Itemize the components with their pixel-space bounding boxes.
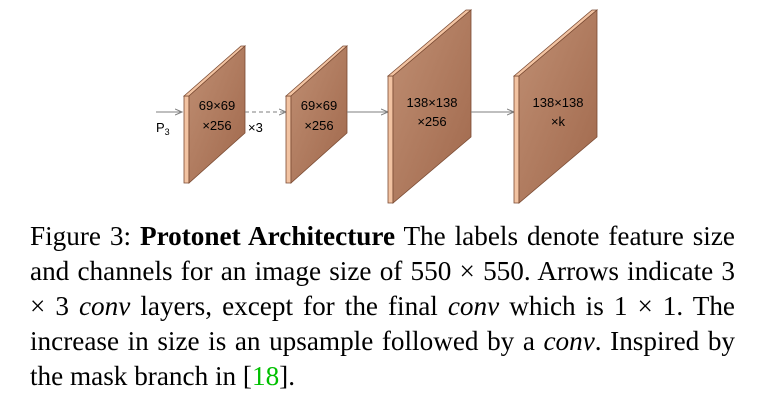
feature-map-2-side: [285, 95, 292, 184]
feature-map-1-side: [183, 95, 190, 184]
feature-map-4-side: [513, 75, 520, 204]
feature-map-2-face: [290, 45, 348, 184]
protonet-diagram: P3 69×69 ×256 ×3 69×69 ×256 138×138 ×256…: [156, 9, 599, 204]
feature-map-1-face: [188, 45, 246, 184]
caption-text-4: . Inspired by the mask branch in [: [30, 326, 736, 391]
caption-prefix: Figure 3:: [30, 221, 140, 251]
repeat-label: ×3: [248, 120, 263, 135]
caption-text-1: The labels denote feature size and chann…: [30, 221, 735, 321]
caption-text-5: ].: [279, 361, 296, 391]
feature-map-1-channels: ×256: [202, 118, 231, 133]
caption-conv-3: conv: [543, 326, 595, 356]
feature-map-4-size: 138×138: [533, 95, 584, 110]
feature-map-2-size: 69×69: [301, 98, 338, 113]
feature-map-1-size: 69×69: [199, 98, 236, 113]
caption-text-3: which is 1 × 1. The increase in size is …: [30, 291, 735, 356]
feature-map-2-channels: ×256: [304, 118, 333, 133]
feature-map-1: 69×69 ×256: [182, 45, 247, 184]
feature-map-4-channels: ×k: [551, 114, 566, 129]
caption-conv-2: conv: [447, 291, 500, 321]
feature-map-3-size: 138×138: [407, 95, 458, 110]
feature-map-2: 69×69 ×256: [284, 45, 349, 184]
input-label: P3: [156, 120, 170, 137]
caption-conv-1: conv: [78, 291, 131, 321]
figure-caption: Figure 3: Protonet Architecture The labe…: [30, 219, 735, 394]
caption-text-2: layers, except for the final: [130, 291, 448, 321]
feature-map-3-side: [387, 75, 394, 204]
feature-map-4-face: [518, 9, 598, 204]
feature-map-3: 138×138 ×256: [386, 9, 473, 204]
feature-map-3-channels: ×256: [417, 114, 446, 129]
citation-link[interactable]: 18: [251, 361, 280, 391]
feature-map-4: 138×138 ×k: [512, 9, 599, 204]
caption-title: Protonet Architecture: [139, 221, 396, 251]
feature-map-3-face: [392, 9, 472, 204]
